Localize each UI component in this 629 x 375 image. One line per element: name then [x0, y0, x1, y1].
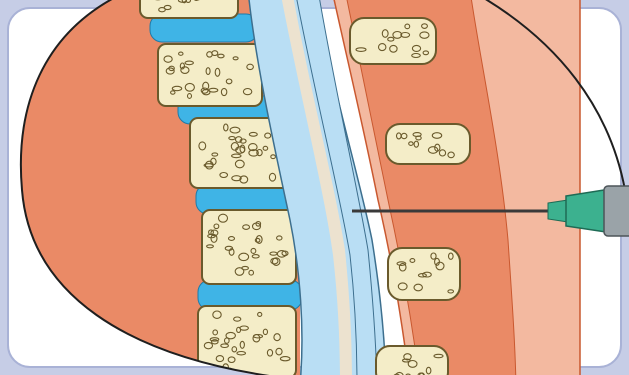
illustration-contents: [20, 0, 580, 375]
syringe-barrel: [604, 186, 629, 236]
needle-hub: [566, 190, 606, 232]
spinous-process-1: [386, 124, 470, 164]
vertebral-body-1: [158, 44, 262, 106]
needle-hub-tip: [548, 200, 568, 222]
